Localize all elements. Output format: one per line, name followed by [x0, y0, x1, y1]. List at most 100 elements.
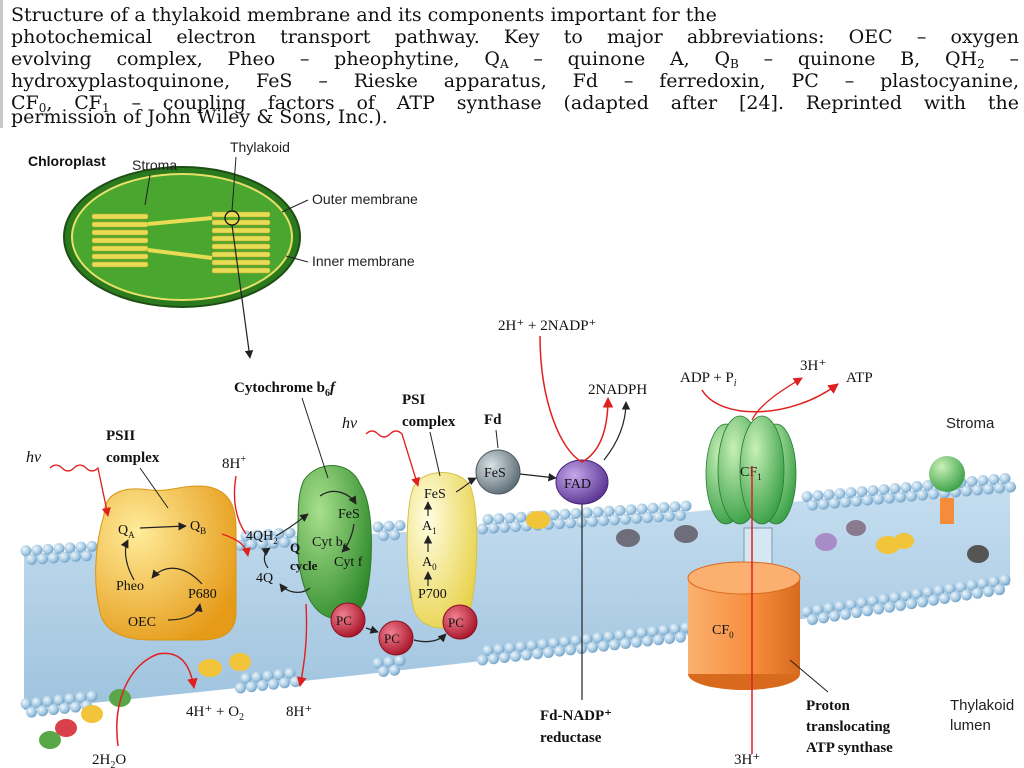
lipid-head: [559, 636, 571, 648]
h8-bottom-arrow: [296, 603, 308, 687]
a1-label: A1: [422, 519, 437, 536]
lipid-head: [972, 484, 983, 496]
q-cycle-label-2: cycle: [290, 558, 318, 573]
lipid-head: [884, 492, 895, 504]
lipid-head: [477, 654, 488, 666]
h8-bottom-label: 8H⁺: [286, 704, 312, 720]
lipid-head: [966, 475, 978, 487]
lipid-head: [504, 642, 516, 654]
lipid-head: [86, 690, 98, 702]
caption-sub: 0: [38, 101, 47, 115]
q-cycle: 4QH2 4Q Q cycle: [221, 513, 318, 593]
fd-nadp-title-1: Fd-NADP⁺: [540, 708, 612, 724]
cf0-label: CF0: [712, 623, 734, 640]
lipid-head: [884, 601, 895, 613]
psi-title-2: complex: [402, 414, 456, 430]
lipid-head: [950, 591, 961, 603]
lipid-head: [658, 502, 670, 514]
caption-line-3-part: –: [984, 48, 1019, 70]
lipid-head: [37, 705, 48, 717]
pc-arrow-1: [365, 625, 379, 634]
caption-sub: A: [499, 57, 509, 71]
lipid-head: [488, 522, 499, 534]
pc-2: [378, 620, 414, 656]
lipid-head: [895, 491, 906, 503]
h4-o2-label: 4H⁺ + O2: [186, 704, 244, 723]
lumen-label-2: lumen: [950, 717, 991, 734]
h2o-label: 2H2O: [92, 752, 126, 768]
atp-synthase: CF0 CF1: [687, 415, 801, 754]
lipid-head: [273, 669, 285, 681]
psii-leader: [139, 467, 169, 509]
lipid-head: [510, 650, 521, 662]
lipid-head: [59, 702, 70, 714]
lipid-head: [246, 681, 257, 693]
lipid-head: [493, 513, 505, 525]
lipid-head: [620, 513, 631, 525]
lipid-head: [372, 521, 384, 533]
lipid-head: [284, 527, 296, 539]
pc-1-label: PC: [336, 613, 352, 628]
lipid-head: [900, 482, 912, 494]
lipid-head: [240, 672, 252, 684]
cyt-f-label: Cyt f: [334, 555, 363, 570]
fad-label: FAD: [564, 477, 591, 492]
lipid-head: [614, 505, 626, 517]
adp-label: ADP + Pi: [680, 370, 737, 389]
lipid-head: [488, 653, 499, 665]
lipid-head: [279, 536, 290, 548]
lipid-head: [378, 530, 389, 542]
proton-title-1: Proton: [806, 698, 851, 714]
lipid-head: [48, 552, 59, 564]
lipid-head: [532, 648, 543, 660]
fd-leader: [495, 429, 499, 449]
lipid-head: [834, 600, 846, 612]
inner-membrane-label: Inner membrane: [312, 253, 415, 269]
outer-membrane-label: Outer membrane: [312, 191, 418, 207]
lipid-head: [554, 518, 565, 530]
lipid-head: [70, 551, 81, 563]
lipid-head: [845, 487, 857, 499]
lipid-head: [53, 694, 65, 706]
lipid-head: [543, 646, 554, 658]
nadph-black-arrow: [603, 401, 631, 461]
lipid-head: [70, 701, 81, 713]
small-atp-synthase-icon: [929, 456, 965, 524]
lipid-head: [521, 649, 532, 661]
lipid-head: [906, 598, 917, 610]
lipid-head: [235, 539, 246, 551]
lipid-head: [603, 630, 615, 642]
lipid-head: [636, 503, 648, 515]
lipid-head: [499, 652, 510, 664]
lipid-head: [251, 529, 263, 541]
p680-label: P680: [188, 587, 217, 602]
fd-nadp-title-2: reductase: [540, 730, 602, 746]
lipid-head: [994, 584, 1005, 596]
qh2-label: 4QH2: [246, 529, 278, 546]
lipid-head: [895, 600, 906, 612]
qb-to-qh2-arrow: [221, 533, 251, 557]
lipid-head: [394, 519, 406, 531]
lipid-head: [515, 511, 527, 523]
fes-psi-label: FeS: [424, 487, 446, 502]
lipid-head: [526, 639, 538, 651]
inner-membrane-leader: [285, 255, 309, 263]
proton-title-3: ATP synthase: [806, 740, 893, 756]
lipid-head: [675, 631, 686, 643]
lipid-head: [653, 634, 664, 646]
lipid-head: [620, 638, 631, 650]
lipid-head: [598, 515, 609, 527]
lipid-head: [268, 678, 279, 690]
pc-arrow-2: [413, 633, 447, 643]
lipid-head: [59, 551, 70, 563]
chloroplast-title: Chloroplast: [28, 153, 106, 169]
lipid-head: [48, 704, 59, 716]
lipid-head: [372, 657, 384, 669]
atp-formation-arrow: [701, 383, 839, 413]
lipid-head: [972, 587, 983, 599]
lipid-head: [653, 511, 664, 523]
lipid-head: [812, 604, 824, 616]
lipid-head: [570, 508, 582, 519]
lipid-head: [994, 482, 1005, 494]
lipid-head: [235, 682, 246, 694]
